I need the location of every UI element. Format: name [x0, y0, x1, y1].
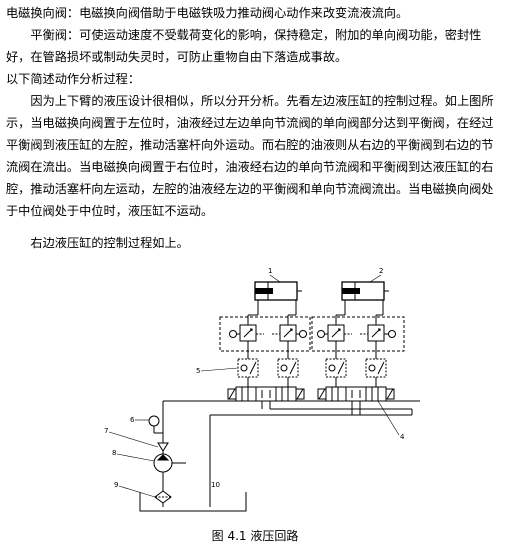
hydraulic-circuit-diagram: 1 5: [104, 267, 420, 512]
label-2: 2: [379, 267, 383, 275]
right-balance-valve: [311, 316, 405, 352]
oil-tank: [139, 492, 247, 512]
label-10: 10: [211, 481, 220, 489]
right-throttle-check-valve: [325, 358, 347, 378]
right-hydraulic-unit: 2: [311, 267, 405, 441]
check-valve: [157, 442, 169, 452]
left-directional-valve: [235, 386, 297, 402]
label-1: 1: [268, 267, 272, 275]
pump-station: 6 7 8 9 10: [104, 400, 420, 512]
left-hydraulic-unit: 1 5: [196, 267, 311, 409]
paragraph-4: 因为上下臂的液压设计很相似，所以分开分析。先看左边液压缸的控制过程。如上图所示，…: [6, 94, 494, 218]
paragraph-5: 右边液压缸的控制过程如上。: [30, 236, 189, 250]
paragraph-3: 以下简述动作分析过程：: [6, 72, 141, 86]
label-5: 5: [196, 367, 200, 375]
paragraph-2: 平衡阀：可使运动速度不受载荷变化的影响，保持稳定，附加的单向阀功能，密封性好，在…: [6, 28, 482, 64]
figure-caption: 图 4.1 液压回路: [211, 529, 299, 543]
paragraph-1: 电磁换向阀：电磁换向阀借助于电磁铁吸力推动阀心动作来改变流液流向。: [6, 6, 409, 20]
label-6: 6: [130, 416, 135, 424]
label-9: 9: [114, 481, 118, 489]
label-8: 8: [112, 449, 116, 457]
pressure-gauge: [148, 415, 160, 427]
right-directional-valve: [325, 386, 387, 402]
label-7: 7: [104, 427, 108, 435]
label-4: 4: [400, 433, 405, 441]
left-balance-valve: [219, 316, 311, 352]
